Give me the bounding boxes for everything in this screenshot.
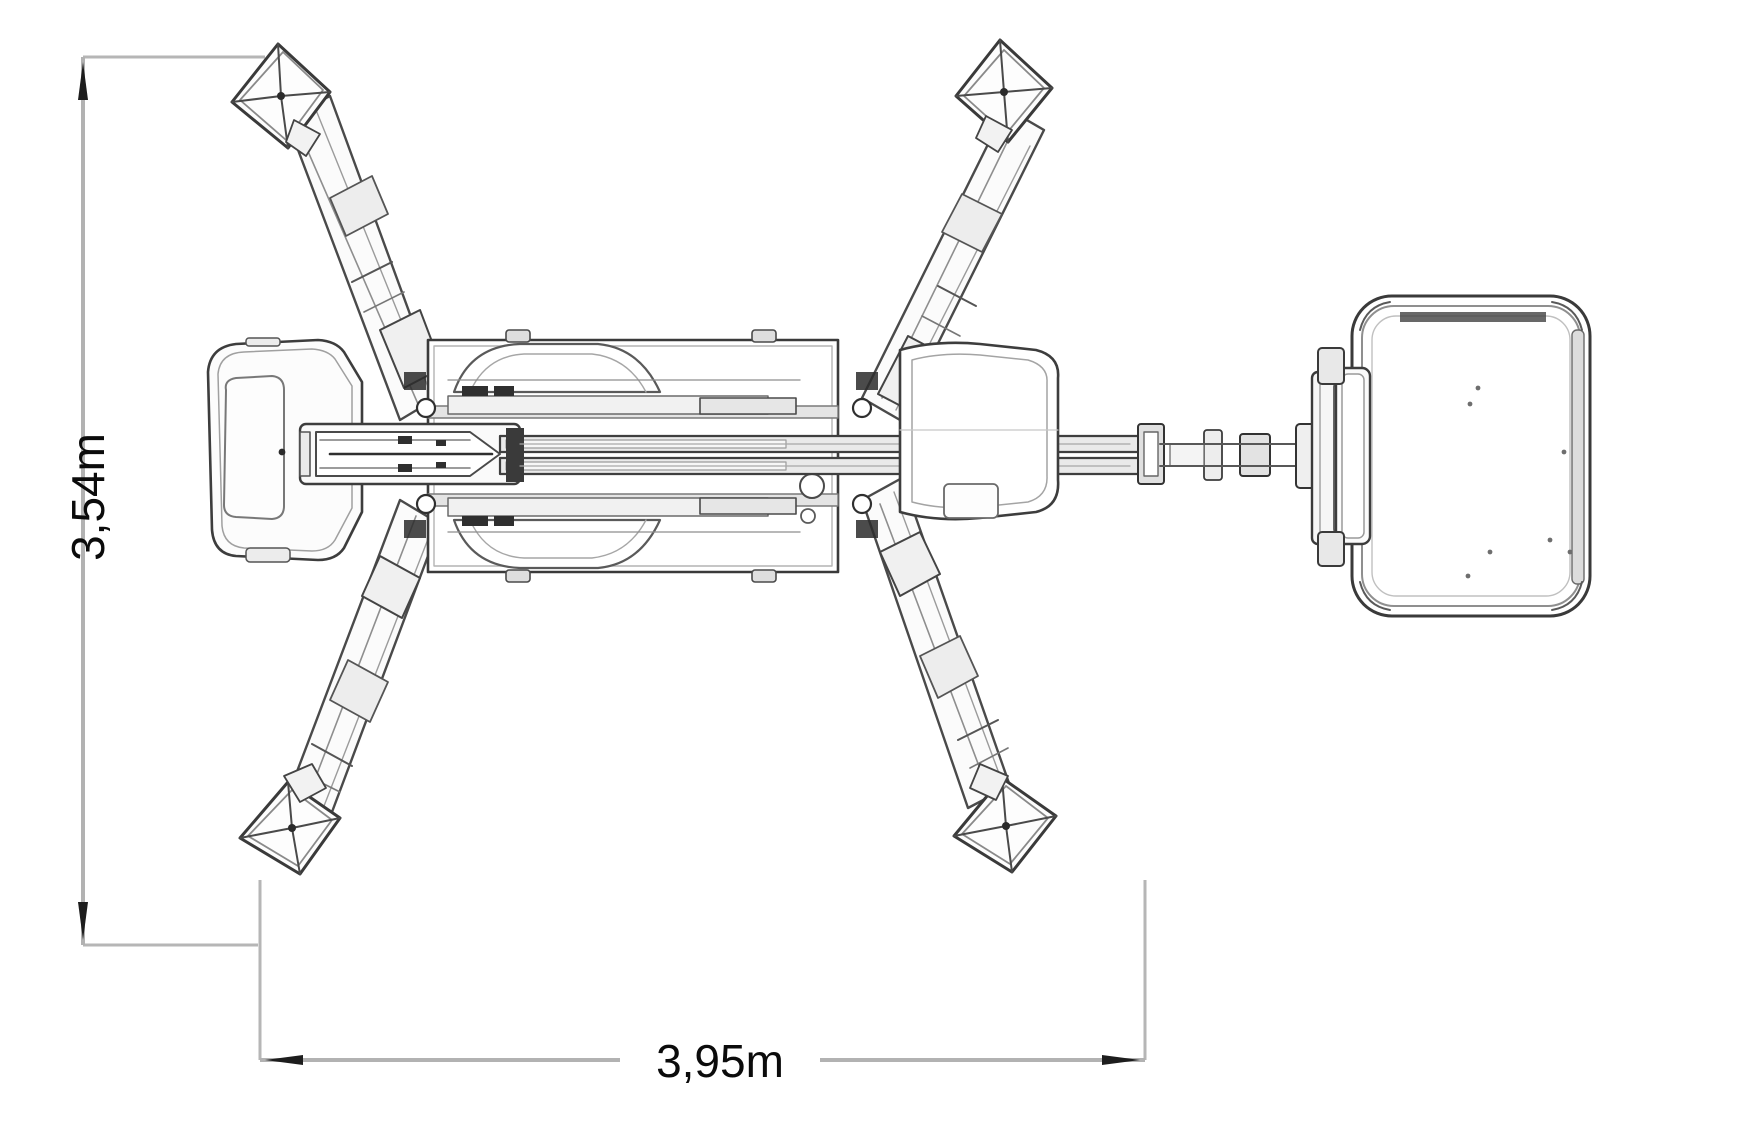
outrigger-pad-top-right <box>954 38 1054 153</box>
platform-access-gate <box>1334 366 1372 546</box>
right-engine-cowl <box>898 341 1060 521</box>
outrigger-pivot-hardware <box>404 372 878 538</box>
outrigger-pad-top-left <box>230 42 332 157</box>
outrigger-leg-bottom-left <box>288 498 442 814</box>
outrigger-pad-bottom-left <box>238 763 342 876</box>
work-platform-basket <box>1317 294 1592 618</box>
arrowhead-bottom <box>78 902 88 940</box>
platform-control-box <box>1317 347 1345 567</box>
dimension-label-horizontal: 3,95m <box>656 1035 784 1087</box>
outrigger-leg-bottom-right <box>860 476 1012 810</box>
dimension-label-vertical: 3,54m <box>62 433 114 561</box>
arrowhead-left <box>265 1055 303 1065</box>
outrigger-pad-bottom-right <box>952 763 1058 874</box>
dimension-vertical: 3,54m <box>62 55 265 947</box>
arrowhead-right <box>1102 1055 1140 1065</box>
dimension-horizontal: 3,95m <box>258 880 1147 1090</box>
label-gap-mask <box>620 1032 820 1090</box>
rear-counterweight-cowl <box>206 337 364 563</box>
arrowhead-top <box>78 62 88 100</box>
slewing-turret <box>298 422 522 486</box>
machine-assembly <box>206 38 1592 876</box>
